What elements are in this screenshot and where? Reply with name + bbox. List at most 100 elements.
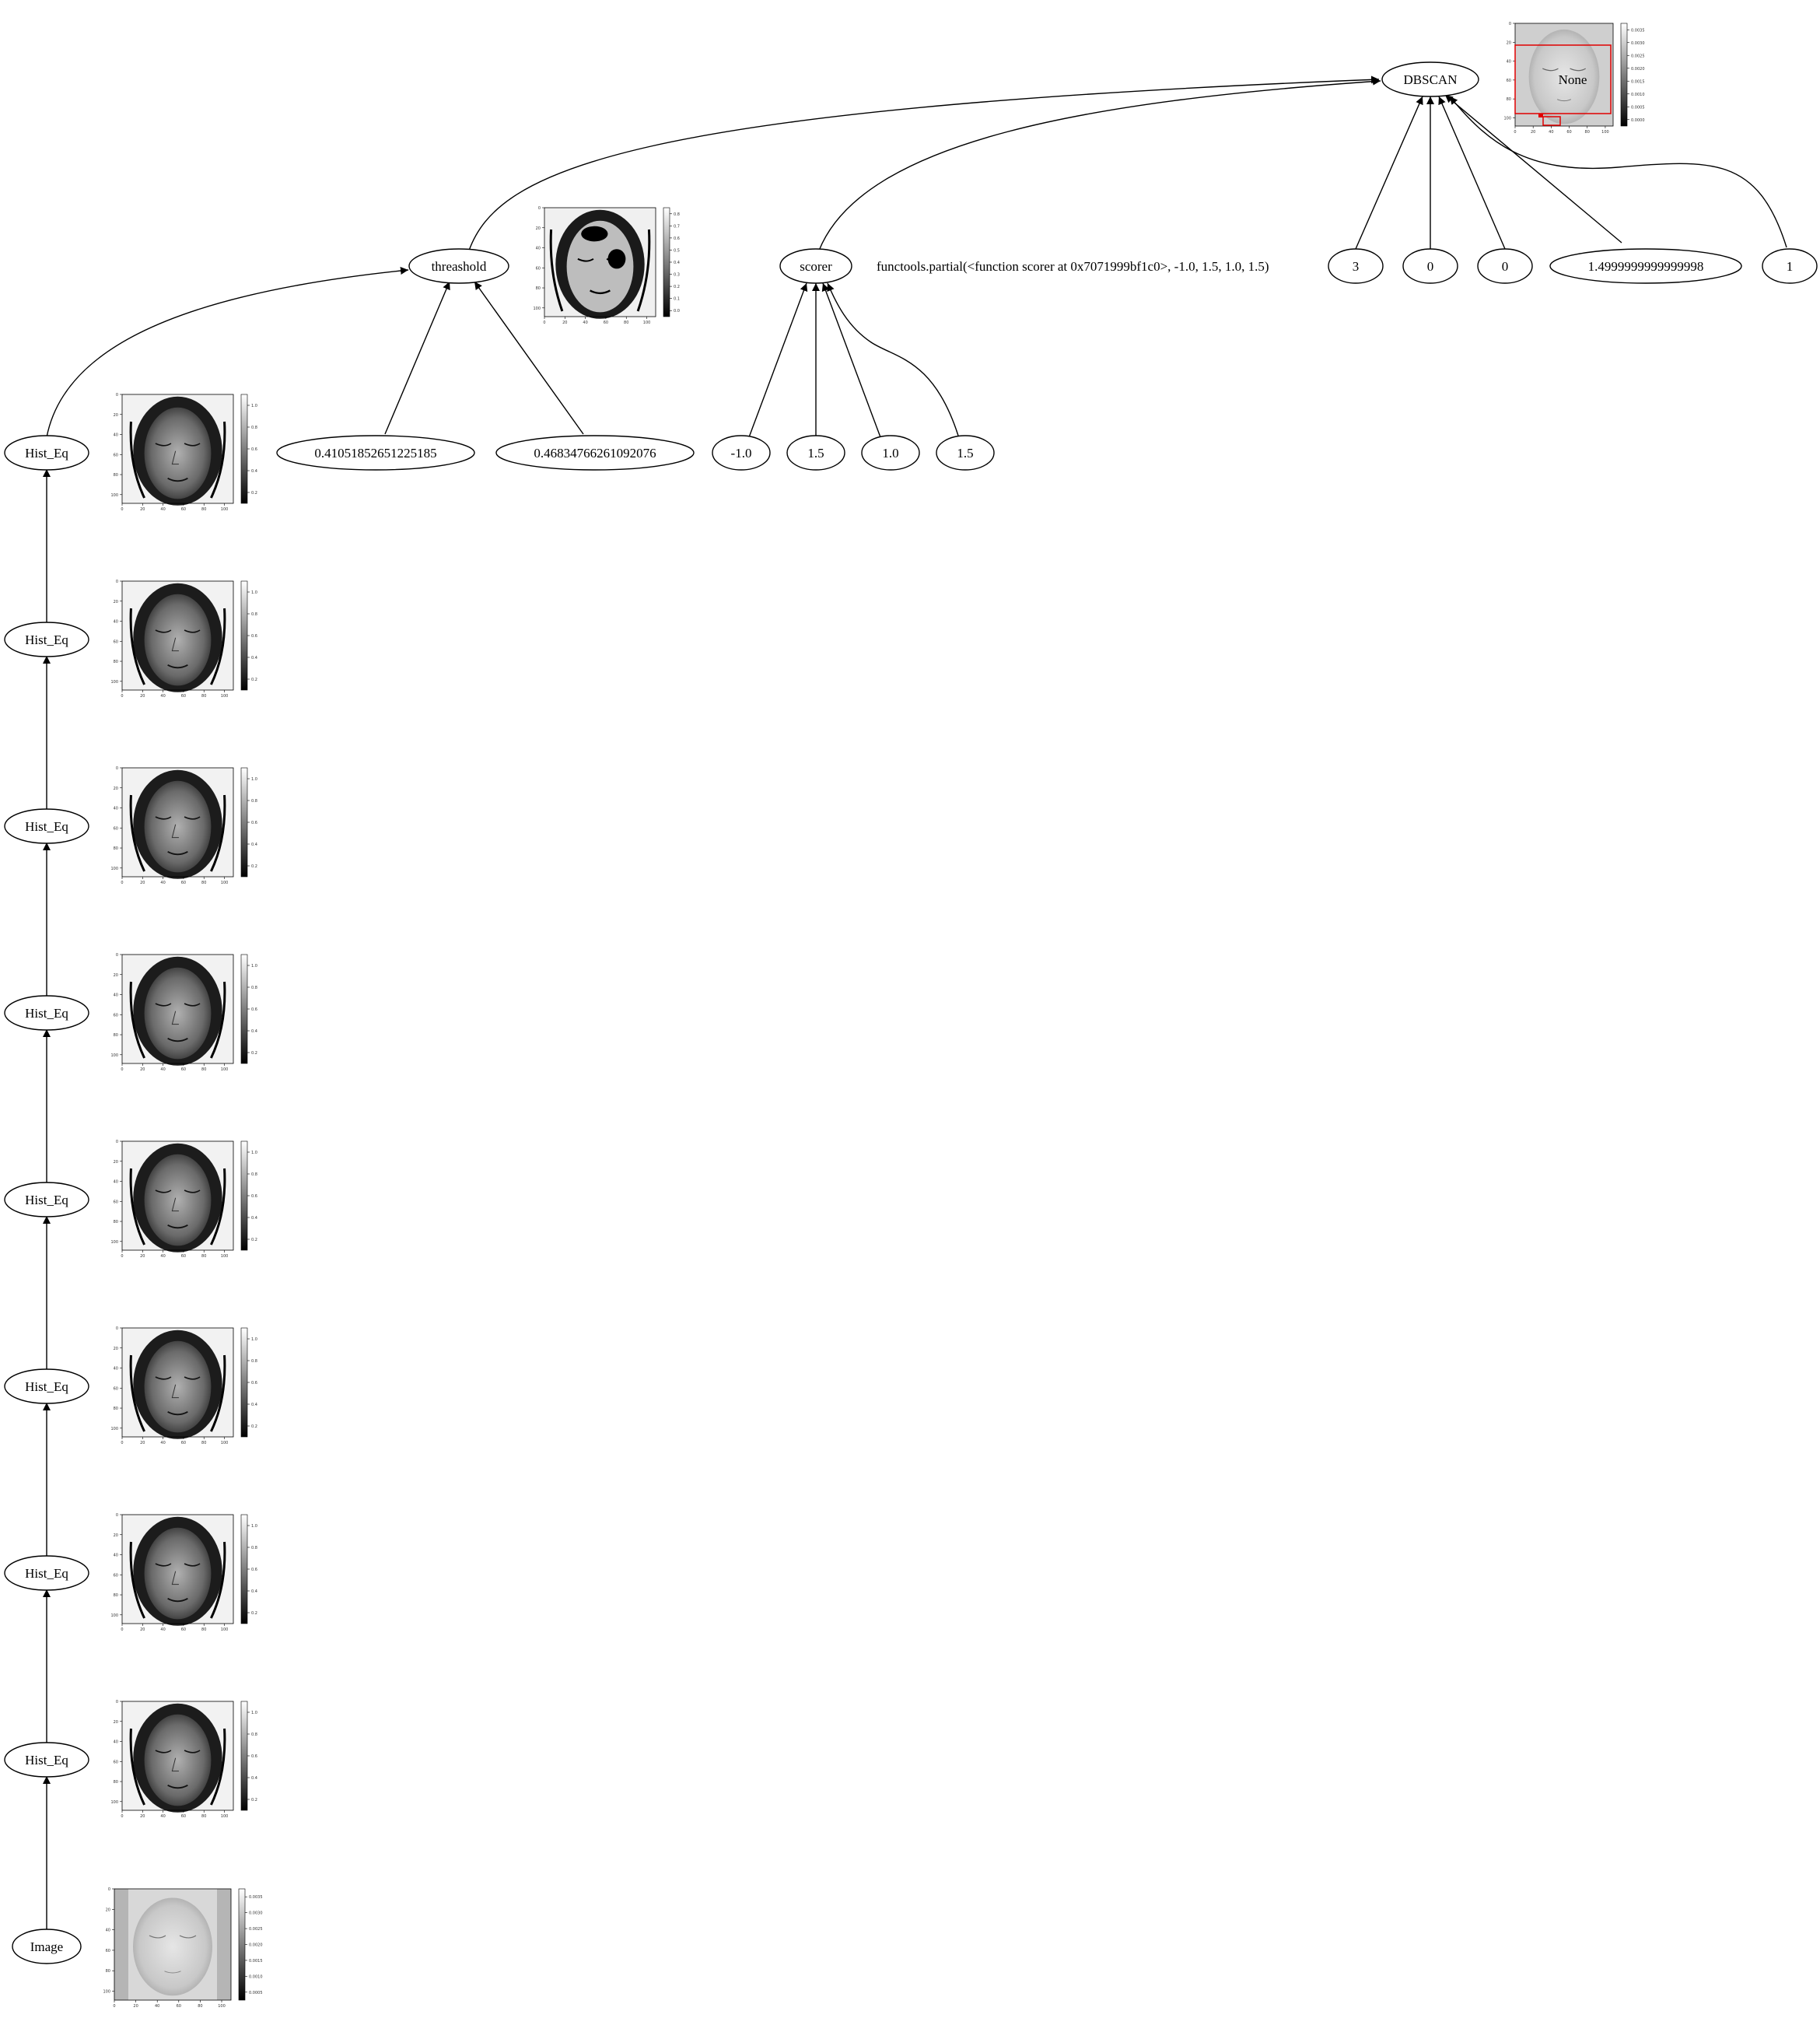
node-hist-eq-3[interactable]: Hist_Eq <box>4 808 89 844</box>
node-hist-eq-5[interactable]: Hist_Eq <box>4 1182 89 1217</box>
detection-box-small <box>1542 116 1561 126</box>
colorbar-tick-label: 0.5 <box>674 248 680 253</box>
tick-label: 40 <box>160 694 165 699</box>
tick-label: 20 <box>562 321 567 325</box>
colorbar-tick-label: 0.3 <box>674 273 680 278</box>
tick-label: 60 <box>114 826 118 831</box>
tick-label: 0 <box>121 1441 123 1445</box>
colorbar-tick-label: 0.0020 <box>249 1943 263 1948</box>
arg-label: 3 <box>1353 259 1360 274</box>
tick-label: 20 <box>140 881 145 885</box>
tick-label: 100 <box>1601 130 1609 135</box>
colorbar-tick-label: 0.0010 <box>1631 93 1645 97</box>
tick-label: 100 <box>643 321 651 325</box>
tick-label: 100 <box>110 1053 118 1058</box>
colorbar-tick-label: 0.2 <box>674 285 680 289</box>
node-dbscan-arg-0b[interactable]: 0 <box>1477 248 1533 284</box>
tick-label: 60 <box>114 1573 118 1578</box>
colorbar-tick-label: 0.8 <box>251 1172 257 1177</box>
tick-label: 80 <box>114 473 118 478</box>
tick-label: 0 <box>1509 22 1511 26</box>
edge-s1-scorer <box>748 282 808 438</box>
tick-label: 40 <box>1507 60 1511 65</box>
node-hist-eq-8[interactable]: Hist_Eq <box>4 1742 89 1778</box>
node-scorer-arg-3[interactable]: 1.0 <box>861 435 920 471</box>
arg-label: 1.0 <box>882 446 898 461</box>
tick-label: 40 <box>160 1067 165 1072</box>
node-hist-eq-1[interactable]: Hist_Eq <box>4 435 89 471</box>
scorer-partial-text: functools.partial(<function scorer at 0x… <box>877 259 1269 274</box>
tick-label: 20 <box>140 1627 145 1632</box>
node-dbscan[interactable]: DBSCAN <box>1381 61 1479 97</box>
colorbar-tick-label: 0.4 <box>251 1029 257 1034</box>
colorbar-tick-label: 0.6 <box>251 821 257 825</box>
node-dbscan-label: DBSCAN <box>1404 72 1458 87</box>
tick-label: 100 <box>110 1800 118 1805</box>
colorbar-tick-label: 0.6 <box>674 236 680 241</box>
colorbar-tick-label: 1.0 <box>251 404 257 408</box>
tick-label: 100 <box>110 1427 118 1431</box>
node-scorer-arg-1[interactable]: -1.0 <box>712 435 771 471</box>
dbscan-output-label: None <box>1559 72 1587 87</box>
tick-label: 0 <box>543 321 545 325</box>
detection-box <box>1514 44 1612 114</box>
tick-label: 20 <box>536 226 541 231</box>
tick-label: 100 <box>110 493 118 498</box>
arg-label: 0 <box>1502 259 1509 274</box>
tick-label: 20 <box>106 1908 110 1912</box>
colorbar-tick-label: 0.2 <box>251 491 257 496</box>
colorbar-tick-label: 0.8 <box>251 799 257 804</box>
node-hist-eq-label: Hist_Eq <box>25 1753 68 1767</box>
tick-label: 80 <box>624 321 628 325</box>
tick-label: 100 <box>103 1990 110 1995</box>
edge-0b-dbscan <box>1438 96 1506 250</box>
tick-label: 100 <box>218 2004 226 2009</box>
colorbar <box>240 1140 248 1251</box>
node-image[interactable]: Image <box>12 1929 82 1964</box>
node-hist-eq-4[interactable]: Hist_Eq <box>4 995 89 1031</box>
node-hist-eq-2[interactable]: Hist_Eq <box>4 622 89 657</box>
colorbar-tick-label: 0.8 <box>251 986 257 990</box>
node-dbscan-arg-0a[interactable]: 0 <box>1402 248 1458 284</box>
node-threashold[interactable]: threashold <box>408 248 509 284</box>
tick-label: 20 <box>114 600 118 604</box>
node-scorer-arg-4[interactable]: 1.5 <box>936 435 995 471</box>
colorbar-tick-label: 0.2 <box>251 1051 257 1056</box>
node-dbscan-arg-eps[interactable]: 1.4999999999999998 <box>1549 248 1742 284</box>
colorbar-tick-label: 0.4 <box>251 843 257 847</box>
tick-label: 60 <box>181 1441 186 1445</box>
tick-label: 0 <box>116 953 118 958</box>
node-threashold-arg-high[interactable]: 0.46834766261092076 <box>495 435 695 471</box>
node-scorer-arg-2[interactable]: 1.5 <box>786 435 845 471</box>
edge-s3-scorer <box>821 282 881 438</box>
node-dbscan-arg-3[interactable]: 3 <box>1328 248 1384 284</box>
graph-edges <box>43 75 1787 1931</box>
node-hist-eq-7[interactable]: Hist_Eq <box>4 1555 89 1591</box>
tick-label: 0 <box>108 1887 110 1892</box>
colorbar-tick-label: 0.8 <box>251 1732 257 1737</box>
tick-label: 80 <box>201 1627 206 1632</box>
tick-label: 40 <box>114 993 118 998</box>
tick-label: 0 <box>116 580 118 584</box>
tick-label: 60 <box>1566 130 1571 135</box>
node-threashold-arg-low[interactable]: 0.41051852651225185 <box>276 435 475 471</box>
tick-label: 100 <box>221 1254 229 1259</box>
node-hist-eq-label: Hist_Eq <box>25 632 68 647</box>
colorbar-tick-label: 0.6 <box>251 1568 257 1572</box>
tick-label: 80 <box>201 881 206 885</box>
colorbar-tick-label: 1.0 <box>251 590 257 595</box>
node-hist-eq-6[interactable]: Hist_Eq <box>4 1368 89 1404</box>
node-scorer[interactable]: scorer <box>779 248 852 284</box>
node-dbscan-arg-1[interactable]: 1 <box>1762 248 1818 284</box>
node-hist-eq-label: Hist_Eq <box>25 819 68 834</box>
edge-t1-threashold <box>384 281 450 435</box>
colorbar-tick-label: 0.2 <box>251 864 257 869</box>
tick-label: 20 <box>1531 130 1535 135</box>
tick-label: 80 <box>198 2004 202 2009</box>
tick-label: 20 <box>140 1814 145 1819</box>
colorbar-tick-label: 0.7 <box>674 224 680 229</box>
